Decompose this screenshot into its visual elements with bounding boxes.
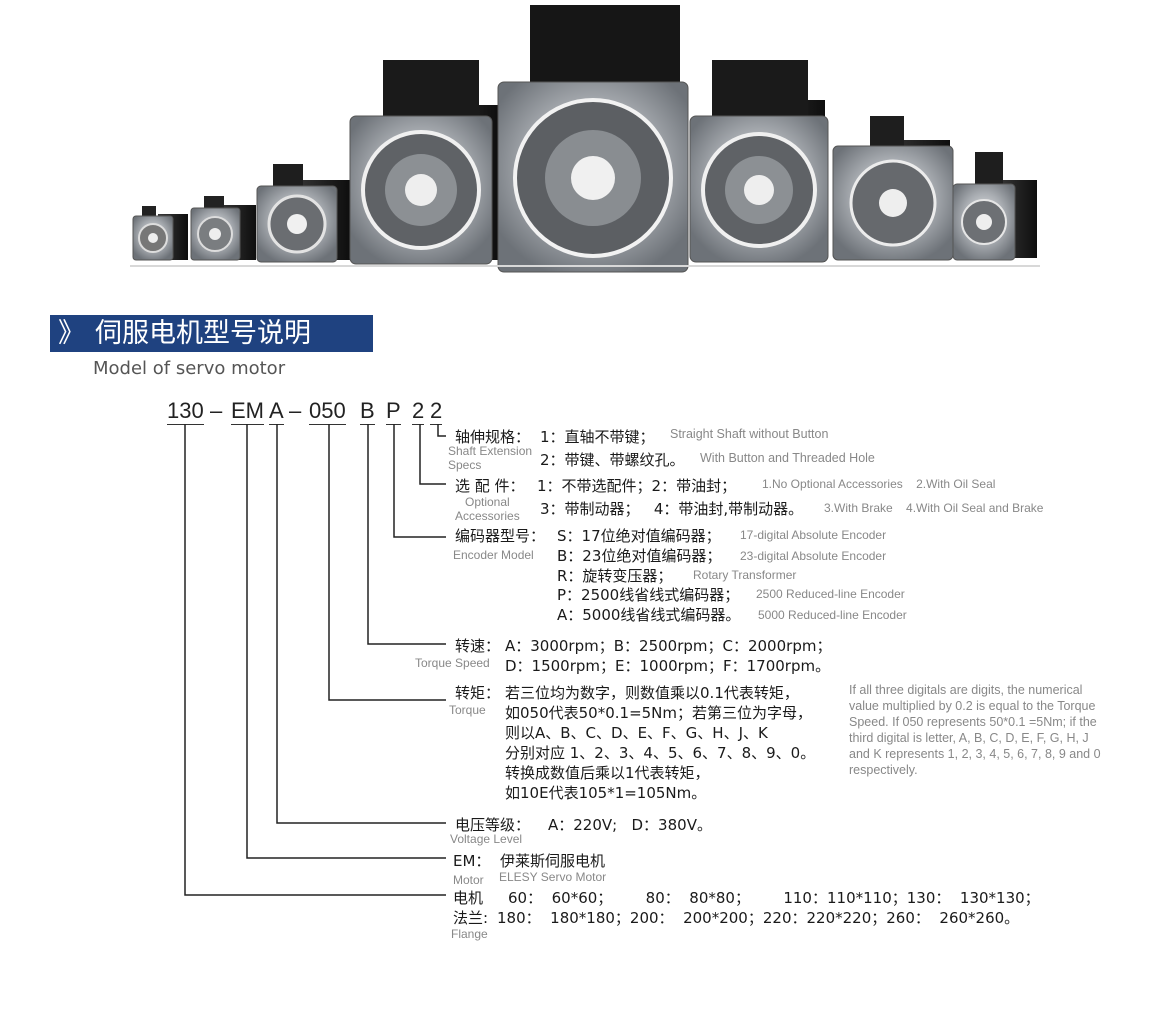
motor-icon — [832, 116, 954, 261]
motor-label-en: Motor — [453, 873, 484, 887]
motor-value: 伊莱斯伺服电机 — [500, 852, 606, 870]
code-voltage: A — [269, 398, 284, 425]
speed-values-1: A：3000rpm；B：2500rpm；C：2000rpm； — [505, 637, 832, 655]
encoder-item: A：5000线省线式编码器。 — [557, 606, 741, 624]
torque-description-en: If all three digitals are digits, the nu… — [849, 683, 1101, 777]
torque-rule-line: 如10E代表105*1=105Nm。 — [505, 784, 707, 802]
code-torque: 050 — [309, 398, 346, 425]
motor-icon — [349, 60, 500, 265]
accessories-label: 选 配 件： — [455, 477, 525, 495]
encoder-item: P：2500线省线式编码器； — [557, 586, 740, 604]
accessories-options-34-en: 3.With Brake 4.With Oil Seal and Brake — [824, 501, 1044, 515]
code-shaft: 2 — [430, 398, 443, 425]
accessories-options-34: 3：带制动器； 4：带油封,带制动器。 — [540, 500, 804, 518]
code-speed: B — [360, 398, 375, 425]
motor-value-en: ELESY Servo Motor — [499, 870, 607, 884]
encoder-item-en: 17-digital Absolute Encoder — [740, 528, 887, 542]
voltage-label-en: Voltage Level — [450, 832, 523, 846]
torque-rule-line: 转换成数值后乘以1代表转矩， — [505, 764, 710, 782]
shaft-label-en: Shaft Extension Specs — [448, 444, 533, 472]
code-flange: 130 — [167, 398, 204, 425]
motor-icon — [190, 196, 256, 261]
voltage-label: 电压等级： — [455, 816, 531, 834]
motor-icon — [256, 164, 350, 263]
section-title: 伺服电机型号说明 — [95, 318, 311, 349]
motor-icon — [952, 152, 1037, 261]
voltage-values: A：220V; D：380V。 — [548, 816, 712, 834]
torque-rule-line: 分别对应 1、2、3、4、5、6、7、8、9、0。 — [505, 744, 816, 762]
speed-label: 转速： — [455, 637, 501, 655]
motor-icon — [132, 206, 188, 261]
flange-label-en: Flange — [451, 927, 488, 941]
shaft-option-1: 1：直轴不带键； — [540, 428, 655, 446]
chevron-right-icon: 》 — [58, 318, 85, 349]
flange-label-2: 法兰: — [453, 909, 489, 927]
encoder-item-en: 5000 Reduced-line Encoder — [758, 608, 907, 622]
accessories-label-en: Optional Accessories — [455, 495, 520, 523]
torque-label-en: Torque — [449, 703, 486, 717]
encoder-item: R：旋转变压器； — [557, 567, 673, 585]
shaft-option-2-en: With Button and Threaded Hole — [700, 451, 875, 465]
shaft-option-1-en: Straight Shaft without Button — [670, 427, 829, 441]
section-subtitle: Model of servo motor — [93, 358, 286, 379]
encoder-item: S：17位绝对值编码器； — [557, 527, 721, 545]
code-accessories: 2 — [412, 398, 425, 425]
code-dash: – — [289, 398, 302, 423]
accessories-options-12: 1：不带选配件；2：带油封； — [537, 477, 737, 495]
flange-label-1: 电机 — [453, 889, 484, 907]
encoder-item-en: 23-digital Absolute Encoder — [740, 549, 887, 563]
shaft-label: 轴伸规格： — [455, 428, 531, 446]
torque-rule-line: 若三位均为数字，则数值乘以0.1代表转矩， — [505, 684, 799, 702]
encoder-item: B：23位绝对值编码器； — [557, 547, 722, 565]
speed-label-en: Torque Speed — [415, 656, 490, 670]
shaft-option-2: 2：带键、带螺纹孔。 — [540, 451, 685, 469]
torque-rule-line: 则以A、B、C、D、E、F、G、H、J、K — [505, 724, 768, 742]
torque-label: 转矩： — [455, 684, 501, 702]
torque-rule-line: 如050代表50*0.1=5Nm；若第三位为字母， — [505, 704, 813, 722]
encoder-label: 编码器型号： — [455, 527, 546, 545]
motor-label: EM： — [453, 852, 491, 870]
servo-motor-lineup-image — [130, 5, 1040, 273]
code-encoder: P — [386, 398, 401, 425]
speed-values-2: D：1500rpm；E：1000rpm；F：1700rpm。 — [505, 657, 831, 675]
encoder-label-en: Encoder Model — [453, 548, 534, 562]
motor-icon — [689, 60, 829, 263]
motor-icon — [497, 5, 689, 273]
flange-values-1: 60： 60*60； 80： 80*80； 110：110*110；130： 1… — [508, 889, 1040, 907]
section-title-banner: 》伺服电机型号说明 — [50, 315, 373, 352]
encoder-item-en: 2500 Reduced-line Encoder — [756, 587, 905, 601]
code-motor: EM — [231, 398, 264, 425]
code-dash: – — [210, 398, 223, 423]
encoder-item-en: Rotary Transformer — [693, 568, 797, 582]
flange-values-2: 180： 180*180；200： 200*200；220：220*220；26… — [497, 909, 1020, 927]
accessories-options-12-en: 1.No Optional Accessories 2.With Oil Sea… — [762, 477, 996, 491]
